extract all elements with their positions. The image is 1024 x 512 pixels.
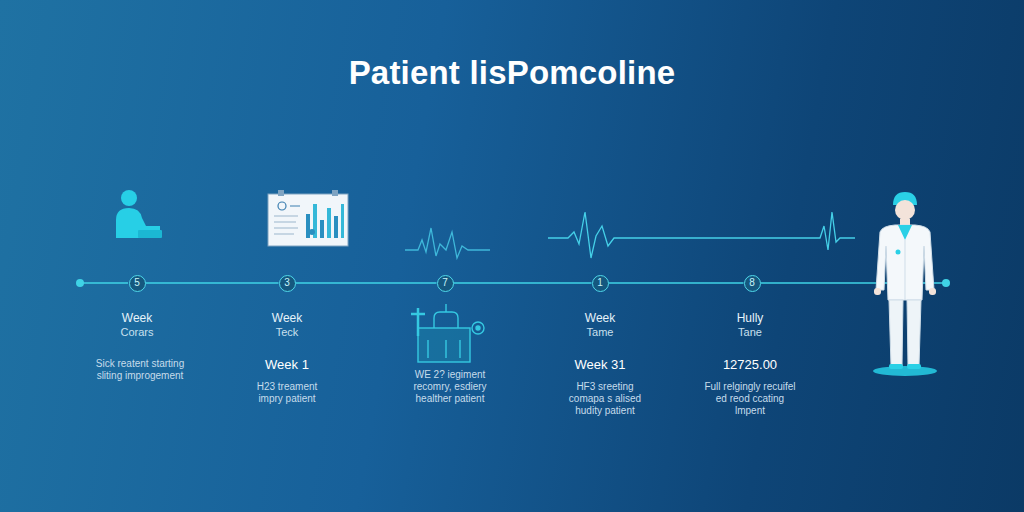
timeline-label: Tame bbox=[555, 326, 645, 339]
step-circle: 5 bbox=[129, 275, 146, 292]
step-circle: 8 bbox=[744, 275, 761, 292]
timeline-label: Hully bbox=[705, 311, 795, 325]
diagram-title: Patient lisPomcoline bbox=[0, 54, 1024, 92]
step-number: 8 bbox=[749, 278, 755, 288]
step-number: 5 bbox=[134, 278, 140, 288]
chart-board-icon bbox=[268, 190, 348, 246]
timeline-segment bbox=[146, 282, 279, 284]
timeline-segment bbox=[296, 282, 437, 284]
timeline-label: Full relgingly recuifel ed reod ccating … bbox=[703, 381, 797, 417]
person-icon bbox=[116, 190, 162, 238]
ecg-wave bbox=[405, 212, 855, 258]
step-number: 1 bbox=[597, 278, 603, 288]
timeline-label: Week 1 bbox=[242, 357, 332, 373]
step-circle: 1 bbox=[592, 275, 609, 292]
timeline-label: 12725.00 bbox=[705, 357, 795, 373]
timeline-label: Week bbox=[555, 311, 645, 325]
step-number: 3 bbox=[284, 278, 290, 288]
timeline-label: WE 2? iegiment recomry, esdiery healther… bbox=[404, 369, 496, 405]
timeline-label: Corars bbox=[92, 326, 182, 339]
step-circle: 7 bbox=[437, 275, 454, 292]
timeline-ends bbox=[76, 279, 950, 287]
timeline-segment bbox=[454, 282, 592, 284]
step-circle: 3 bbox=[279, 275, 296, 292]
timeline-label: Week 31 bbox=[555, 357, 645, 373]
timeline-label: Week bbox=[92, 311, 182, 325]
lab-tools-icon bbox=[411, 304, 484, 362]
timeline-label: Sick reatent starting sliting improgemen… bbox=[94, 358, 186, 382]
timeline-label: Teck bbox=[242, 326, 332, 339]
doctor-figure bbox=[873, 192, 937, 376]
step-number: 7 bbox=[442, 278, 448, 288]
timeline-label: H23 treament impry patient bbox=[246, 381, 328, 405]
timeline-label: Tane bbox=[705, 326, 795, 339]
timeline-label: HF3 sreeting comapa s alised hudity pati… bbox=[559, 381, 651, 417]
timeline-segment bbox=[609, 282, 744, 284]
timeline-label: Week bbox=[242, 311, 332, 325]
